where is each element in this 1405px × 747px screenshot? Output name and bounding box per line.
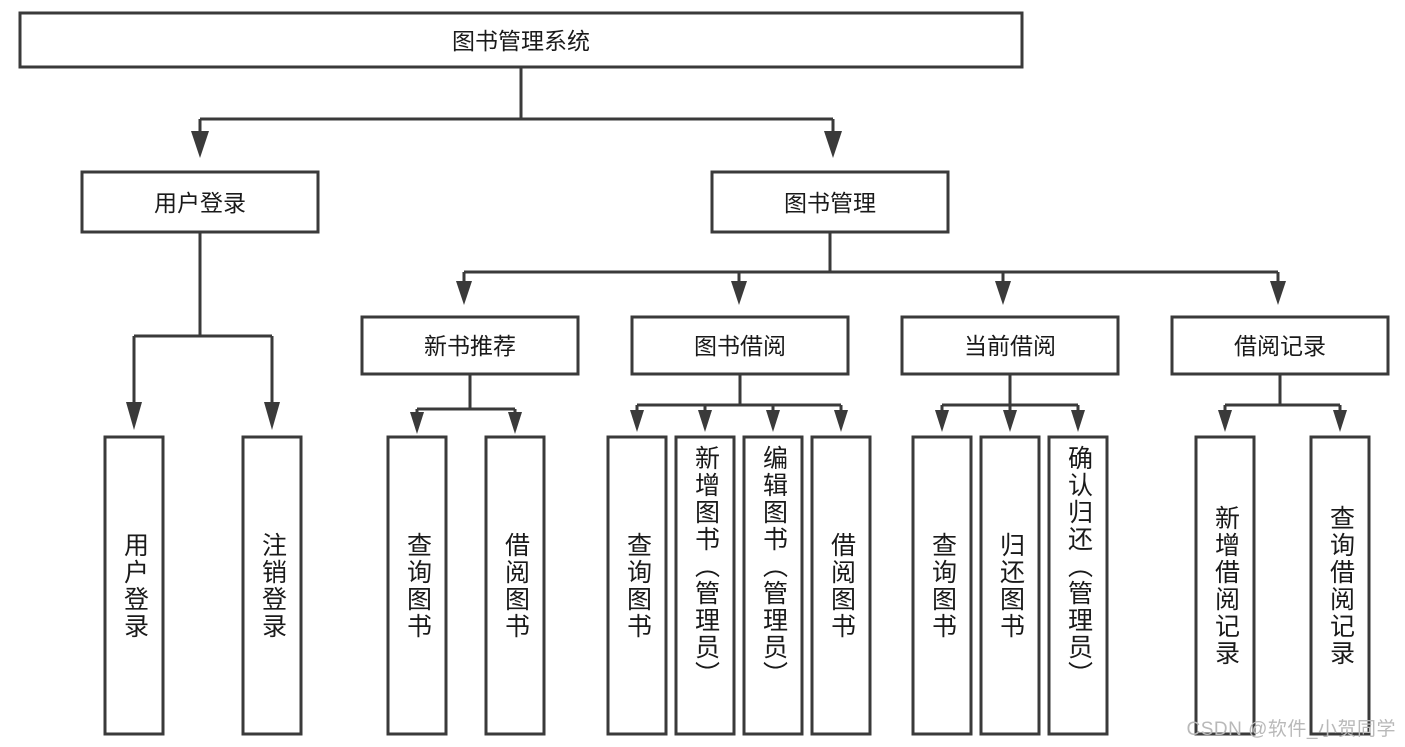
leaf-box-query-book-borrow[interactable] bbox=[606, 435, 668, 736]
arrowhead-leaf-return-book bbox=[1003, 410, 1017, 432]
leaf-box-borrow-book-rec[interactable] bbox=[484, 435, 546, 736]
arrowhead-new-book-recommend bbox=[456, 281, 472, 305]
node-book-borrow-box[interactable] bbox=[630, 315, 850, 376]
arrowhead-leaf-user-login bbox=[126, 402, 142, 430]
leaf-box-query-book-current[interactable] bbox=[911, 435, 973, 736]
arrowhead-current-borrow bbox=[995, 281, 1011, 305]
node-root-box[interactable] bbox=[18, 11, 1024, 69]
node-borrow-record[interactable]: 借阅记录 bbox=[1170, 315, 1390, 376]
node-book-manage-label: 图书管理 bbox=[784, 190, 876, 216]
arrowhead-book-manage bbox=[824, 131, 842, 158]
arrowhead-leaf-borrow-book bbox=[834, 410, 848, 432]
node-current-borrow-label: 当前借阅 bbox=[964, 333, 1056, 359]
node-book-manage[interactable]: 图书管理 bbox=[710, 170, 950, 234]
csdn-watermark: CSDN @软件_小贺同学 bbox=[1186, 719, 1396, 740]
arrowhead-leaf-edit-book-admin bbox=[766, 410, 780, 432]
arrowhead-leaf-add-book-admin bbox=[698, 410, 712, 432]
node-current-borrow[interactable]: 当前借阅 bbox=[900, 315, 1120, 376]
node-current-borrow-box[interactable] bbox=[900, 315, 1120, 376]
leaf-box-query-book-rec[interactable] bbox=[386, 435, 448, 736]
edge-group-borrow-record bbox=[1218, 374, 1347, 432]
arrowhead-leaf-query-book-rec bbox=[410, 412, 424, 434]
node-borrow-record-box[interactable] bbox=[1170, 315, 1390, 376]
arrowhead-leaf-borrow-book-rec bbox=[508, 412, 522, 434]
node-borrow-record-label: 借阅记录 bbox=[1234, 333, 1326, 359]
node-new-book-recommend-box[interactable] bbox=[360, 315, 580, 376]
edge-group-book-borrow bbox=[630, 374, 848, 432]
leaf-box-query-borrow-record[interactable] bbox=[1309, 435, 1371, 736]
leaf-box-add-borrow-record[interactable] bbox=[1194, 435, 1256, 736]
leaf-box-borrow-book[interactable] bbox=[810, 435, 872, 736]
edge-group-user-login bbox=[126, 232, 280, 430]
node-book-borrow[interactable]: 图书借阅 bbox=[630, 315, 850, 376]
node-user-login-label: 用户登录 bbox=[154, 190, 246, 216]
leaf-box-confirm-return[interactable] bbox=[1047, 435, 1109, 736]
leaf-box-user-login[interactable] bbox=[103, 435, 165, 736]
leaf-box-edit-book-admin[interactable] bbox=[742, 435, 804, 736]
leaf-boxes bbox=[103, 435, 1371, 736]
node-root[interactable]: 图书管理系统 bbox=[18, 11, 1024, 69]
leaf-box-user-logout[interactable] bbox=[241, 435, 303, 736]
arrowhead-borrow-record bbox=[1270, 281, 1286, 305]
arrowhead-book-borrow bbox=[731, 281, 747, 305]
arrowhead-leaf-confirm-return-admin bbox=[1071, 410, 1085, 432]
arrowhead-leaf-user-logout bbox=[264, 402, 280, 430]
leaf-box-return-book[interactable] bbox=[979, 435, 1041, 736]
node-book-borrow-label: 图书借阅 bbox=[694, 333, 786, 359]
arrowhead-leaf-query-book-current bbox=[935, 410, 949, 432]
edge-group-current-borrow bbox=[935, 374, 1085, 432]
edge-group-book-manage bbox=[456, 232, 1286, 305]
node-user-login-box[interactable] bbox=[80, 170, 320, 234]
leaf-box-add-book-admin[interactable] bbox=[674, 435, 736, 736]
node-new-book-recommend[interactable]: 新书推荐 bbox=[360, 315, 580, 376]
node-root-label: 图书管理系统 bbox=[452, 28, 590, 54]
arrowhead-leaf-add-borrow-record bbox=[1218, 410, 1232, 432]
edge-group-root bbox=[191, 67, 842, 158]
edge-group-new-book-recommend bbox=[410, 374, 522, 434]
arrowhead-user-login bbox=[191, 131, 209, 158]
node-new-book-recommend-label: 新书推荐 bbox=[424, 333, 516, 359]
node-user-login[interactable]: 用户登录 bbox=[80, 170, 320, 234]
node-book-manage-box[interactable] bbox=[710, 170, 950, 234]
arrowhead-leaf-query-borrow-record bbox=[1333, 410, 1347, 432]
arrowhead-leaf-query-book-borrow bbox=[630, 410, 644, 432]
